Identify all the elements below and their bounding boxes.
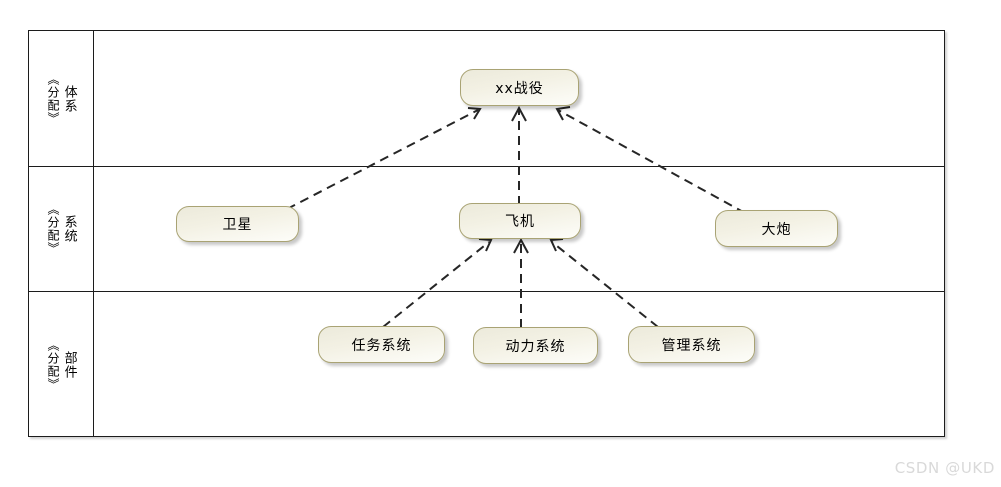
watermark: CSDN @UKD: [894, 459, 995, 477]
lane-stereotype: 《分配》: [45, 338, 60, 391]
node-cannon[interactable]: 大炮: [715, 210, 838, 247]
node-label: 飞机: [505, 214, 535, 230]
lane-label-component: 《分配》 部件: [29, 291, 93, 438]
node-label: 管理系统: [661, 337, 722, 354]
label-column-divider: [93, 31, 94, 436]
node-campaign[interactable]: xx战役: [460, 69, 579, 106]
node-management-system[interactable]: 管理系统: [628, 326, 755, 363]
node-satellite[interactable]: 卫星: [176, 206, 299, 242]
node-label: xx战役: [495, 80, 544, 97]
lane-name: 部件: [61, 350, 77, 379]
lane-stereotype: 《分配》: [45, 202, 60, 255]
node-aircraft[interactable]: 飞机: [459, 203, 581, 239]
lane-label-system-of-systems: 《分配》 体系: [29, 31, 93, 166]
lane-divider-2: [29, 291, 944, 292]
node-label: 卫星: [222, 217, 253, 233]
lane-label-system: 《分配》 系统: [29, 166, 93, 291]
node-label: 动力系统: [505, 338, 566, 355]
node-power-system[interactable]: 动力系统: [473, 327, 598, 364]
lane-name: 体系: [61, 84, 77, 113]
node-label: 大炮: [761, 221, 792, 238]
lane-name: 系统: [61, 214, 77, 243]
node-label: 任务系统: [351, 337, 412, 354]
lane-stereotype: 《分配》: [45, 72, 60, 125]
node-mission-system[interactable]: 任务系统: [318, 326, 445, 363]
lane-divider-1: [29, 166, 944, 167]
